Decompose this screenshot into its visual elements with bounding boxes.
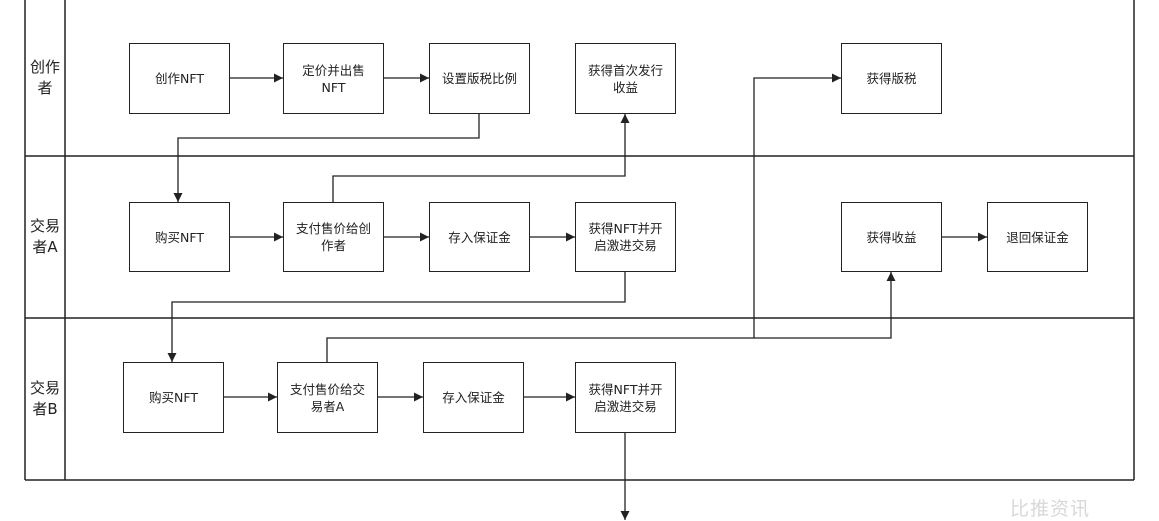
node-get-royalty: 获得版税 — [841, 43, 942, 114]
node-a-get-nft: 获得NFT并开 启激进交易 — [575, 202, 676, 272]
node-b-get-nft: 获得NFT并开 启激进交易 — [575, 362, 676, 433]
node-b-buy: 购买NFT — [123, 362, 224, 433]
lane-label-creator: 创作 者 — [29, 58, 60, 97]
watermark: 比推资讯 — [1010, 498, 1091, 520]
node-price-sell: 定价并出售 NFT — [283, 43, 384, 114]
node-a-deposit: 存入保证金 — [429, 202, 530, 272]
edge-a-get-nft-to-b-buy — [167, 272, 626, 362]
node-first-income: 获得首次发行 收益 — [575, 43, 676, 114]
node-a-pay: 支付售价给创 作者 — [283, 202, 384, 272]
lane-label-trader-a: 交易 者A — [29, 217, 60, 256]
node-b-deposit: 存入保证金 — [423, 362, 524, 433]
node-set-royalty: 设置版税比例 — [429, 43, 530, 114]
edge-a-pay-to-first-income — [332, 114, 630, 202]
edge-set-royalty-to-a-buy — [173, 114, 480, 202]
node-a-refund: 退回保证金 — [987, 202, 1088, 272]
lane-label-trader-b: 交易 者B — [29, 379, 60, 418]
node-a-income: 获得收益 — [841, 202, 942, 272]
lane-frame — [24, 0, 1135, 481]
edge-b-pay-to-a-income — [754, 272, 896, 339]
node-a-buy: 购买NFT — [129, 202, 230, 272]
node-create-nft: 创作NFT — [129, 43, 230, 114]
node-b-pay: 支付售价给交 易者A — [277, 362, 378, 433]
